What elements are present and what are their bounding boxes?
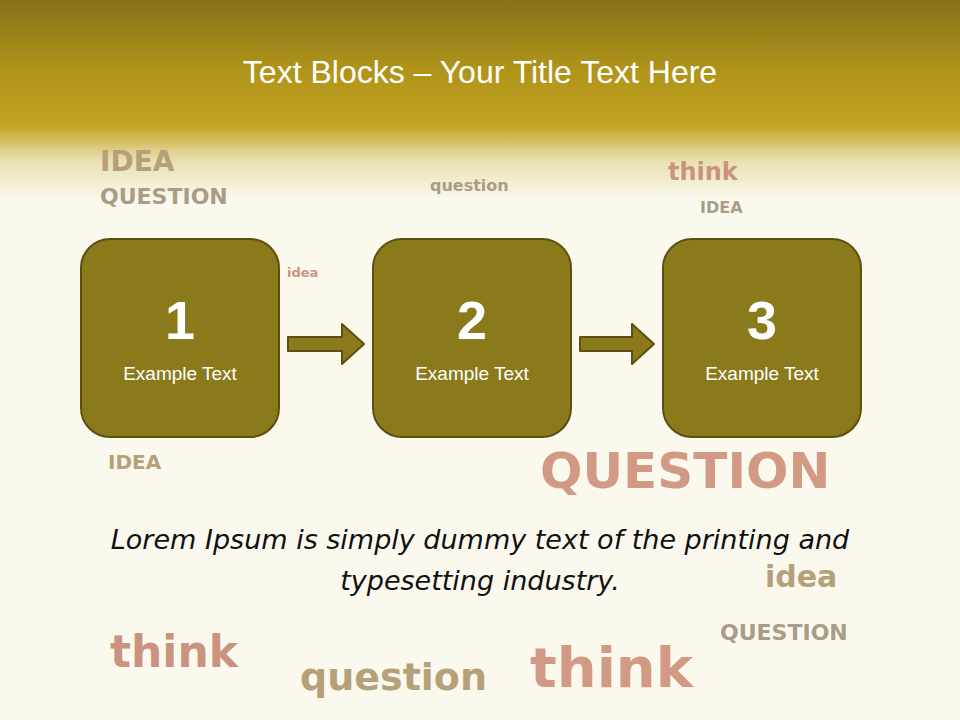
step-text: Example Text xyxy=(123,363,237,385)
watermark-word: IDEA xyxy=(700,200,743,216)
watermark-word: idea xyxy=(287,266,318,279)
watermark-word: think xyxy=(530,640,693,696)
caption-text: Lorem Ipsum is simply dummy text of the … xyxy=(110,520,850,601)
step-number: 2 xyxy=(457,291,487,350)
watermark-word: IDEA xyxy=(108,452,161,472)
step-box: 3Example Text xyxy=(662,238,862,438)
watermark-word: idea xyxy=(765,562,837,592)
step-number: 3 xyxy=(747,291,777,350)
step-text: Example Text xyxy=(705,363,819,385)
step-box: 2Example Text xyxy=(372,238,572,438)
watermark-word: IDEA xyxy=(100,148,174,176)
slide-title: Text Blocks – Your Title Text Here xyxy=(0,54,960,91)
watermark-word: QUESTION xyxy=(720,622,848,644)
watermark-word: think xyxy=(668,160,738,184)
watermark-word: question xyxy=(430,178,509,194)
block-arrow xyxy=(288,324,364,364)
watermark-word: think xyxy=(110,630,238,674)
step-number: 1 xyxy=(165,291,195,350)
watermark-word: QUESTION xyxy=(100,186,228,208)
block-arrow xyxy=(580,324,654,364)
watermark-word: question xyxy=(300,658,487,696)
step-text: Example Text xyxy=(415,363,529,385)
step-box: 1Example Text xyxy=(80,238,280,438)
watermark-word: QUESTION xyxy=(540,446,830,496)
